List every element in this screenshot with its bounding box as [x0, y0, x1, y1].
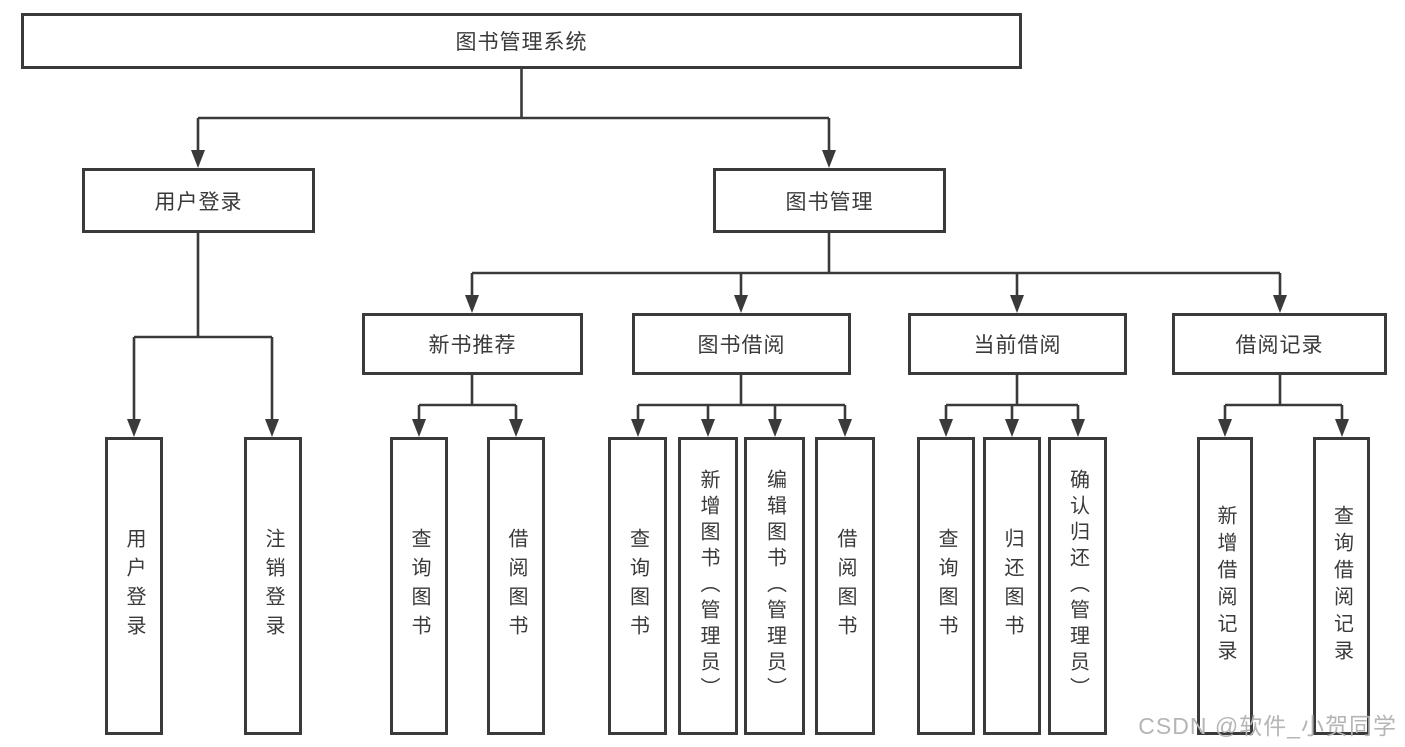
leaf-query-books-1: 查询图书: [390, 437, 448, 735]
leaf-add-books-admin: 新增图书（管理员）: [678, 437, 738, 735]
node-label: 新增借阅记录: [1214, 505, 1236, 667]
node-label: 编辑图书（管理员）: [763, 469, 786, 703]
node-new-book-recommend: 新书推荐: [362, 313, 583, 375]
node-label: 查询图书: [626, 528, 649, 644]
leaf-user-login: 用户登录: [105, 437, 163, 735]
node-borrow-records: 借阅记录: [1172, 313, 1387, 375]
leaf-return-books: 归还图书: [983, 437, 1041, 735]
node-label: 查询图书: [408, 528, 430, 644]
node-label: 确认归还（管理员）: [1066, 469, 1089, 703]
node-label: 注销登录: [262, 528, 284, 644]
node-label: 查询图书: [935, 528, 957, 644]
node-label: 新增图书（管理员）: [697, 469, 719, 703]
leaf-edit-books-admin: 编辑图书（管理员）: [744, 437, 805, 735]
csdn-watermark: CSDN @软件_小贺同学: [1138, 713, 1397, 739]
node-user-login-module: 用户登录: [82, 168, 315, 233]
node-label: 借阅图书: [505, 528, 527, 644]
node-label: 借阅记录: [1235, 334, 1324, 357]
node-label: 用户登录: [123, 528, 145, 644]
node-label: 归还图书: [1001, 528, 1023, 644]
node-root-system: 图书管理系统: [21, 13, 1022, 69]
leaf-add-borrow-record: 新增借阅记录: [1197, 437, 1253, 735]
leaf-query-books-3: 查询图书: [917, 437, 975, 735]
node-label: 用户登录: [154, 190, 243, 214]
node-label: 图书借阅: [697, 334, 786, 357]
leaf-query-borrow-record: 查询借阅记录: [1313, 437, 1370, 735]
node-label: 新书推荐: [428, 334, 517, 357]
leaf-borrow-books-1: 借阅图书: [487, 437, 545, 735]
node-label: 借阅图书: [834, 528, 856, 644]
node-book-borrow: 图书借阅: [632, 313, 851, 375]
node-label: 图书管理系统: [455, 31, 588, 54]
leaf-borrow-books-2: 借阅图书: [815, 437, 875, 735]
node-label: 查询借阅记录: [1330, 505, 1353, 667]
leaf-confirm-return-admin: 确认归还（管理员）: [1048, 437, 1107, 735]
leaf-query-books-2: 查询图书: [608, 437, 667, 735]
node-book-management-module: 图书管理: [713, 168, 946, 233]
node-label: 图书管理: [785, 190, 874, 214]
node-label: 当前借阅: [973, 334, 1062, 357]
node-current-borrow: 当前借阅: [908, 313, 1127, 375]
leaf-logout: 注销登录: [244, 437, 302, 735]
